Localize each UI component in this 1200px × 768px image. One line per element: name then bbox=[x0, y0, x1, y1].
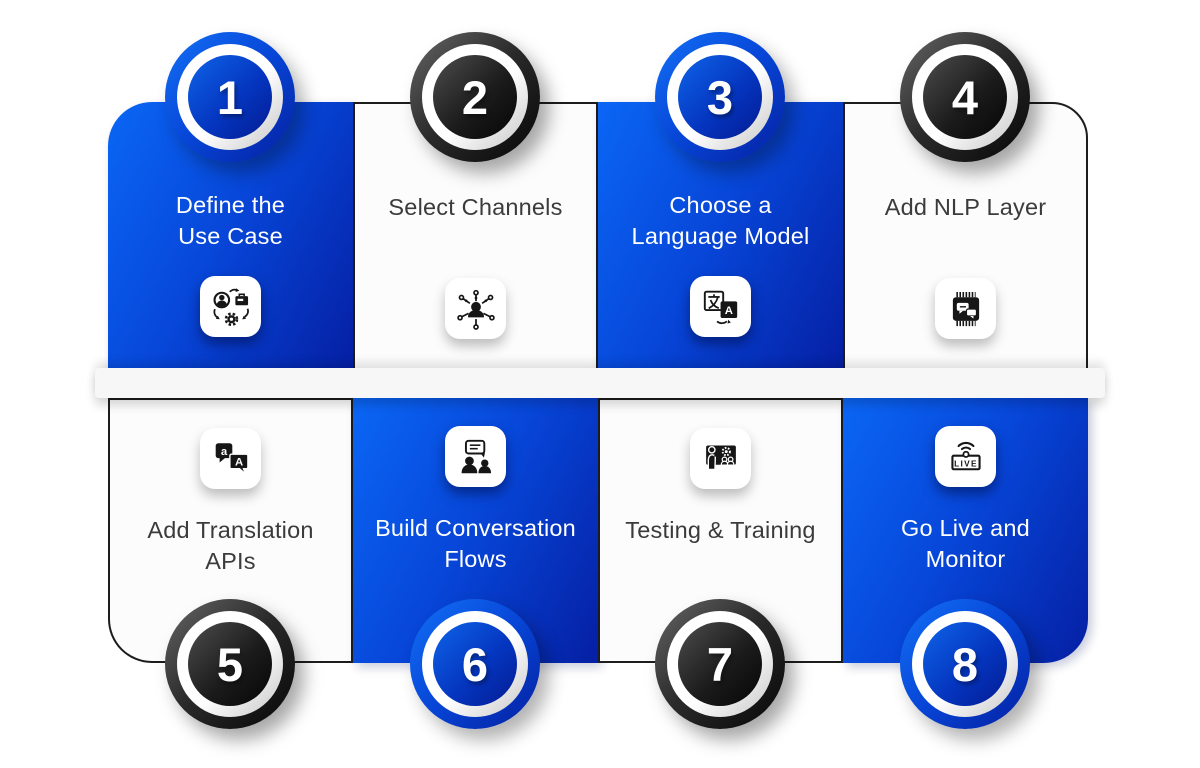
step-badge-8: 8 bbox=[900, 599, 1030, 729]
conversation-flow-icon bbox=[461, 439, 491, 473]
step-number: 6 bbox=[461, 637, 489, 691]
step-badge-3: 3 bbox=[655, 32, 785, 162]
badge-core: 1 bbox=[188, 55, 272, 139]
badge-core: 5 bbox=[188, 622, 272, 706]
step-number: 1 bbox=[216, 70, 244, 124]
badge-core: 6 bbox=[433, 622, 517, 706]
badge-core: 3 bbox=[678, 55, 762, 139]
testing-training-icon bbox=[690, 428, 751, 489]
badge-core: 2 bbox=[433, 55, 517, 139]
step-card-add-translation-apis: a A Add Translation APIs bbox=[108, 398, 353, 663]
translation-api-icon: a A bbox=[200, 428, 261, 489]
channels-network-icon bbox=[456, 289, 495, 330]
svg-text:A: A bbox=[724, 305, 732, 317]
step-badge-2: 2 bbox=[410, 32, 540, 162]
svg-text:A: A bbox=[234, 456, 242, 468]
step-title: Define the Use Case bbox=[175, 192, 286, 249]
step-title: Testing & Training bbox=[625, 517, 816, 543]
divider-bar bbox=[95, 368, 1105, 398]
step-badge-5: 5 bbox=[165, 599, 295, 729]
translation-api-icon: a A bbox=[215, 442, 249, 475]
step-badge-7: 7 bbox=[655, 599, 785, 729]
badge-core: 8 bbox=[923, 622, 1007, 706]
svg-text:a: a bbox=[220, 445, 227, 457]
step-number: 8 bbox=[951, 637, 979, 691]
conversation-flow-icon bbox=[445, 426, 506, 487]
step-badge-4: 4 bbox=[900, 32, 1030, 162]
step-badge-6: 6 bbox=[410, 599, 540, 729]
step-number: 3 bbox=[706, 70, 734, 124]
language-translate-icon: A bbox=[703, 290, 737, 324]
step-title: Choose a Language Model bbox=[631, 192, 810, 249]
step-title: Build Conversation Flows bbox=[375, 515, 576, 572]
step-number: 4 bbox=[951, 70, 979, 124]
step-number: 2 bbox=[461, 70, 489, 124]
step-title: Add NLP Layer bbox=[884, 194, 1047, 220]
testing-training-icon bbox=[705, 444, 736, 470]
nlp-chip-icon bbox=[952, 291, 979, 326]
step-number: 5 bbox=[216, 637, 244, 691]
badge-core: 4 bbox=[923, 55, 1007, 139]
go-live-icon: LIVE bbox=[950, 441, 981, 470]
use-case-cycle-icon bbox=[212, 287, 249, 326]
step-card-build-conversation-flows: Build Conversation Flows bbox=[353, 398, 598, 663]
channels-network-icon bbox=[445, 278, 506, 339]
go-live-icon: LIVE bbox=[935, 426, 996, 487]
step-title: Go Live and Monitor bbox=[901, 515, 1030, 572]
use-case-cycle-icon bbox=[200, 276, 261, 337]
step-number: 7 bbox=[706, 637, 734, 691]
step-title: Select Channels bbox=[388, 194, 563, 220]
step-title: Add Translation APIs bbox=[147, 517, 314, 574]
language-translate-icon: A bbox=[690, 276, 751, 337]
live-label: LIVE bbox=[954, 458, 978, 468]
badge-core: 7 bbox=[678, 622, 762, 706]
nlp-chip-icon bbox=[935, 278, 996, 339]
step-badge-1: 1 bbox=[165, 32, 295, 162]
